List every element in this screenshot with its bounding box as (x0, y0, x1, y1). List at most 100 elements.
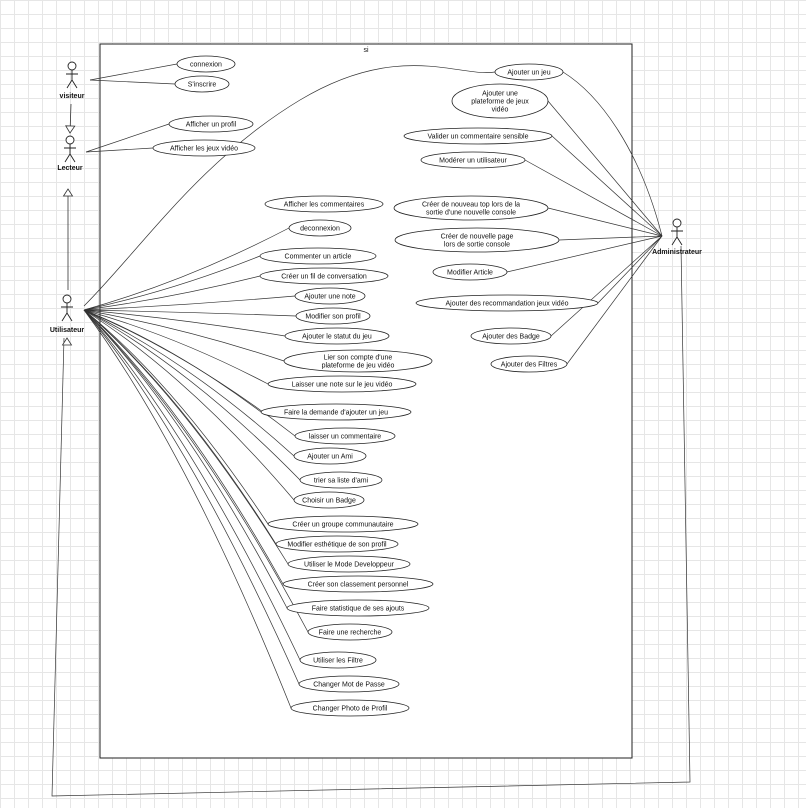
use-case-ellipse[interactable] (264, 195, 384, 213)
use-case-ellipse[interactable] (294, 287, 366, 305)
use-case-label: Ajouter le statut du jeu (302, 334, 372, 341)
use-case-ellipse[interactable] (298, 675, 400, 693)
association-line (83, 309, 292, 709)
use-case-label: Modifier Article (447, 270, 493, 277)
use-case-ellipse[interactable] (290, 699, 410, 717)
use-case-label: Ajouter des recommandation jeux vidéo (446, 301, 569, 308)
use-case-ellipse[interactable] (286, 599, 430, 617)
association-line (83, 309, 288, 609)
use-case-label: Modifier esthétique de son profil (287, 542, 387, 549)
association-line (83, 309, 284, 585)
actor-label: Utilisateur (50, 327, 85, 334)
association-line-utilisateur-administrateur (51, 245, 691, 797)
use-case-ellipse[interactable] (307, 623, 393, 641)
association-line (83, 309, 269, 525)
association-line (89, 79, 176, 85)
use-case-label: Ajouter un jeu (507, 70, 550, 77)
association-line (83, 309, 289, 565)
use-case-ellipse[interactable] (174, 75, 230, 93)
association-lines (51, 63, 691, 797)
use-case-ellipse[interactable] (287, 555, 411, 573)
use-case-ellipse[interactable] (275, 535, 399, 553)
use-case-label: S'inscrire (188, 82, 217, 89)
association-line (83, 255, 261, 311)
use-case-ellipse[interactable] (470, 327, 552, 345)
association-line (547, 100, 663, 237)
association-line (558, 235, 663, 241)
actor-utilisateur[interactable]: Utilisateur (50, 294, 85, 334)
use-case-ellipse[interactable] (282, 575, 434, 593)
use-case-ellipse[interactable] (299, 651, 377, 669)
generalization-marker-utilisateur-arrowhead (61, 337, 73, 346)
association-line (506, 235, 663, 273)
association-line (83, 309, 285, 362)
actor-visiteur[interactable]: visiteur (60, 61, 85, 100)
use-case-ellipse[interactable] (259, 267, 389, 285)
use-case-ellipse[interactable] (284, 327, 390, 345)
use-case-label: Choisir un Badge (302, 498, 356, 505)
use-case-label: Changer Mot de Passe (313, 682, 385, 689)
actor-body (671, 227, 683, 246)
association-line (83, 309, 297, 317)
use-case-ellipse[interactable] (393, 195, 549, 221)
association-line (83, 309, 295, 501)
use-case-label: Créer son classement personnel (308, 582, 409, 589)
use-case-ellipse[interactable] (176, 55, 236, 73)
actor-body (64, 144, 76, 163)
use-case-label: Faire la demande d'ajouter un jeu (284, 410, 388, 417)
association-line (89, 63, 178, 81)
actor-administrateur[interactable]: Administrateur (652, 218, 702, 256)
use-case-ellipse[interactable] (415, 294, 599, 312)
association-line (551, 135, 663, 237)
use-case-ellipse[interactable] (432, 263, 508, 281)
use-case-label: laisser un commentaire (309, 434, 381, 441)
association-line (566, 235, 663, 365)
use-case-ellipse[interactable] (260, 403, 412, 421)
actor-lecteur[interactable]: Lecteur (57, 135, 83, 172)
generalization-lecteur-visiteur-arrowhead (65, 125, 76, 134)
use-case-label: Afficher un profil (186, 122, 237, 129)
use-case-ellipse[interactable] (259, 247, 377, 265)
association-line (83, 309, 301, 481)
use-case-ellipse[interactable] (267, 375, 417, 393)
use-case-ellipse[interactable] (168, 115, 254, 133)
association-line (83, 309, 269, 385)
association-line (83, 65, 496, 307)
use-case-label: Valider un commentaire sensible (427, 134, 528, 141)
use-case-label: Commenter un article (285, 254, 352, 261)
actor-label: visiteur (60, 93, 85, 100)
use-case-ellipse[interactable] (152, 139, 256, 157)
use-case-ellipse[interactable] (403, 127, 553, 145)
use-case-label: Afficher les jeux vidéo (170, 146, 238, 153)
use-case-ellipse[interactable] (293, 491, 365, 509)
use-case-ellipse[interactable] (283, 349, 433, 373)
use-case-ellipse[interactable] (420, 151, 526, 169)
actor-head (65, 135, 75, 145)
use-case-label: Changer Photo de Profil (313, 706, 388, 713)
use-case-label: Faire une recherche (319, 630, 382, 637)
use-case-ellipse[interactable] (293, 447, 367, 465)
association-line (85, 123, 170, 153)
actor-body (61, 303, 73, 322)
use-case-ellipse[interactable] (490, 355, 568, 373)
use-case-label: Ajouter des Badge (482, 334, 540, 341)
use-case-label: connexion (190, 62, 222, 69)
use-case-label: Créer un fil de conversation (281, 274, 367, 281)
use-case-ellipse[interactable] (451, 83, 549, 119)
generalization-arrows (61, 103, 76, 346)
use-case-ellipse[interactable] (299, 471, 383, 489)
association-line (83, 275, 261, 311)
actor-head (67, 61, 77, 71)
use-case-label: Ajouter une note (304, 294, 355, 301)
use-case-label: Ajouter un Ami (307, 454, 353, 461)
use-case-ellipse[interactable] (294, 427, 396, 445)
use-case-ellipse[interactable] (295, 307, 371, 325)
association-line (83, 309, 286, 337)
use-case-ellipse[interactable] (494, 63, 564, 81)
use-case-ellipse[interactable] (267, 515, 419, 533)
use-case-ellipse[interactable] (288, 219, 352, 237)
use-case-ellipse[interactable] (394, 227, 560, 253)
association-line (547, 207, 663, 237)
